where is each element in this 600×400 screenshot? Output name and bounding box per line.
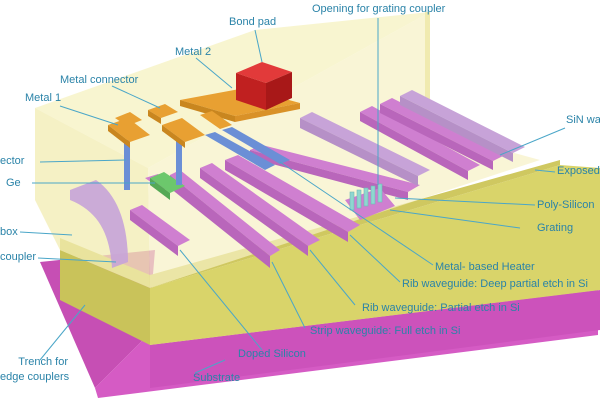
leader-trench bbox=[39, 304, 86, 361]
metal-connector-front bbox=[148, 110, 161, 124]
waveguide-strip-front bbox=[170, 175, 270, 268]
waveguide-rib-deep-front bbox=[225, 160, 348, 242]
metal-2-strip-front bbox=[180, 100, 235, 122]
heater-strip bbox=[222, 127, 290, 164]
sin-guide-3-front bbox=[380, 104, 493, 170]
waveguide-rib-partial bbox=[200, 163, 320, 246]
label-box: box bbox=[0, 226, 18, 238]
leader-metal-1 bbox=[59, 105, 119, 126]
vias bbox=[124, 132, 275, 190]
box-front-face bbox=[60, 250, 150, 345]
label-metal-heater: Metal- based Heater bbox=[435, 261, 535, 273]
leader-exposed bbox=[534, 169, 556, 173]
leader-rib-partial bbox=[309, 249, 356, 306]
label-sin-waveguide: SiN wa bbox=[566, 114, 600, 126]
waveguide-doped-front bbox=[130, 210, 178, 256]
leader-heater bbox=[279, 161, 434, 266]
label-rib-deep: Rib waveguide: Deep partial etch in Si bbox=[402, 278, 588, 290]
metal-1-pad-front bbox=[108, 125, 130, 148]
bond-pad-top bbox=[236, 62, 292, 83]
waveguide-rib-partial-front bbox=[200, 168, 308, 256]
label-metal-1: Metal 1 bbox=[25, 92, 62, 104]
leader-box bbox=[19, 231, 73, 236]
leader-metal-connector bbox=[111, 85, 161, 109]
sin-guide-4-front bbox=[400, 96, 513, 162]
sin-guide-3 bbox=[380, 98, 505, 161]
leader-strip bbox=[271, 261, 306, 329]
bond-pad-side bbox=[266, 72, 292, 110]
metal-layers bbox=[108, 88, 300, 148]
metal-connector bbox=[148, 104, 178, 118]
label-ge: Ge bbox=[6, 177, 21, 189]
label-doped-silicon: Doped Silicon bbox=[238, 348, 306, 360]
label-rib-partial: Rib waveguide: Partial etch in Si bbox=[362, 302, 520, 314]
label-connector: ector bbox=[0, 155, 25, 167]
metal-1-pad bbox=[108, 118, 150, 142]
leader-rib-deep bbox=[349, 234, 401, 283]
sin-waveguides bbox=[300, 90, 525, 186]
leader-grating bbox=[389, 209, 521, 229]
grating-tooth bbox=[349, 191, 355, 211]
via-2 bbox=[176, 140, 182, 185]
metal-2-link bbox=[200, 111, 232, 129]
substrate-right-face bbox=[150, 290, 600, 388]
label-grating: Grating bbox=[537, 222, 574, 234]
bond-pad-front bbox=[236, 73, 266, 110]
label-exposed: Exposed bbox=[557, 165, 600, 177]
grating-tooth bbox=[356, 189, 362, 209]
metal-heater bbox=[222, 127, 290, 164]
cladding-right bbox=[148, 12, 540, 288]
edge-coupler bbox=[70, 180, 128, 268]
bond-pad bbox=[236, 62, 292, 110]
via-heater-link bbox=[205, 132, 275, 170]
waveguide-rib-deep bbox=[225, 155, 360, 232]
label-poly-silicon: Poly-Silicon bbox=[537, 199, 595, 211]
label-strip: Strip waveguide: Full etch in Si bbox=[310, 325, 461, 337]
waveguide-strip bbox=[170, 170, 280, 256]
metal-2-right bbox=[235, 103, 300, 122]
leader-edge-coupler bbox=[37, 257, 117, 263]
sin-guide-2 bbox=[360, 106, 480, 171]
label-edge-coupler: coupler bbox=[0, 251, 37, 263]
label-substrate: Substrate bbox=[193, 372, 241, 384]
waveguide-heater-base-front bbox=[250, 150, 408, 200]
grating-tooth bbox=[370, 185, 376, 205]
leader-substrate bbox=[194, 359, 226, 374]
sin-guide-1 bbox=[300, 112, 430, 176]
edge-coupler-bend bbox=[70, 180, 128, 268]
sin-guide-4 bbox=[400, 90, 525, 153]
leader-lines bbox=[19, 18, 566, 374]
metal-1-second bbox=[162, 118, 205, 142]
box-right-face bbox=[150, 165, 600, 345]
metal-1-second-front bbox=[162, 125, 185, 148]
label-metal-2: Metal 2 bbox=[175, 46, 212, 58]
leader-metal-2 bbox=[195, 57, 233, 89]
leader-bond-pad bbox=[254, 29, 263, 63]
sin-guide-1-front bbox=[300, 118, 418, 186]
box-layer bbox=[60, 160, 600, 345]
sin-guide-2-front bbox=[360, 112, 468, 180]
leader-poly bbox=[394, 197, 536, 206]
grating-coupler bbox=[345, 183, 395, 220]
leader-connector bbox=[39, 159, 127, 163]
via-1 bbox=[124, 140, 130, 190]
leader-doped bbox=[179, 249, 263, 351]
label-metal-connector: Metal connector bbox=[60, 74, 139, 86]
leader-sin bbox=[499, 127, 566, 156]
label-trench-line1: Trench for bbox=[18, 356, 68, 368]
metal-1-tab bbox=[115, 112, 142, 126]
germanium-top bbox=[150, 172, 185, 193]
grating-tooth bbox=[377, 183, 383, 203]
label-bond-pad: Bond pad bbox=[229, 16, 277, 28]
waveguide-doped bbox=[130, 205, 190, 246]
label-opening-grating-coupler: Opening for grating coupler bbox=[312, 3, 446, 15]
grating-tooth bbox=[363, 187, 369, 207]
label-trench-line2: edge couplers bbox=[0, 371, 70, 383]
grating-teeth bbox=[349, 183, 383, 211]
